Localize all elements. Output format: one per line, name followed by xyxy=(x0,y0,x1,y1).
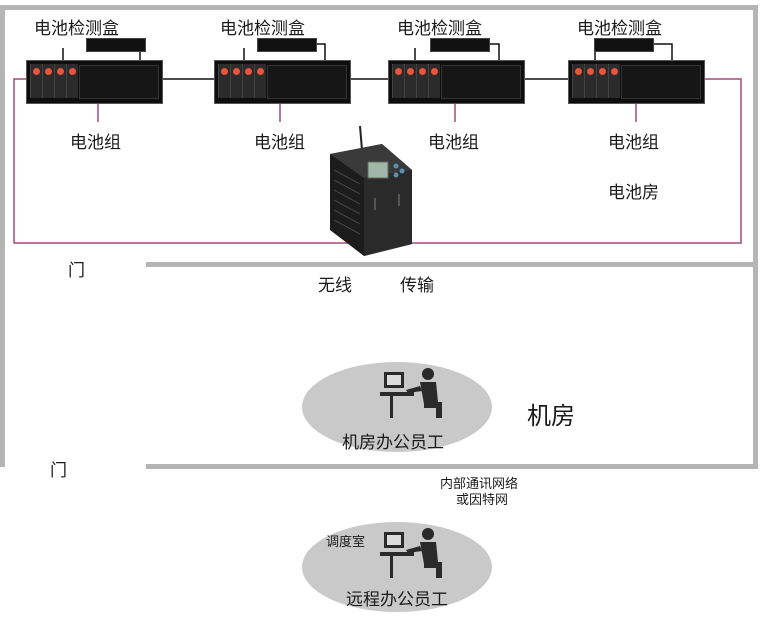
machine-room-label: 机房 xyxy=(527,402,575,430)
detector-label-2: 电池检测盒 xyxy=(220,19,305,39)
battery-room-wall xyxy=(146,262,758,267)
transmission-label: 传输 xyxy=(400,276,434,296)
outer-wall-top xyxy=(0,5,758,10)
battery-room-label: 电池房 xyxy=(608,183,659,203)
detector-label-1: 电池检测盒 xyxy=(34,19,119,39)
computer-operator-icon xyxy=(380,368,442,418)
outer-wall-right xyxy=(753,5,758,469)
detector-box-3 xyxy=(430,38,490,52)
battery-group-1 xyxy=(26,60,163,104)
detector-box-4 xyxy=(594,38,654,52)
detector-box-1 xyxy=(86,38,146,52)
battery-group-4 xyxy=(568,60,705,104)
detector-label-3: 电池检测盒 xyxy=(397,19,482,39)
signal-cables xyxy=(13,78,742,244)
door-label-1: 门 xyxy=(68,261,85,281)
machine-room-wall xyxy=(146,464,758,469)
computer-operator-icon xyxy=(380,528,442,578)
door-label-2: 门 xyxy=(50,461,67,481)
network-label-line2: 或因特网 xyxy=(456,493,509,508)
dispatch-room-label: 调度室 xyxy=(326,535,366,550)
battery-group-label-3: 电池组 xyxy=(428,133,479,153)
outer-wall-left xyxy=(0,5,5,467)
battery-group-2 xyxy=(214,60,351,104)
battery-monitor-host-icon xyxy=(330,125,412,256)
detector-box-2 xyxy=(257,38,317,52)
network-label-line1: 内部通讯网络 xyxy=(440,477,519,492)
battery-group-label-4: 电池组 xyxy=(608,133,659,153)
battery-group-3 xyxy=(388,60,525,104)
battery-group-label-1: 电池组 xyxy=(70,133,121,153)
battery-group-label-2: 电池组 xyxy=(254,133,305,153)
cable-arrows xyxy=(94,96,640,103)
wireless-label: 无线 xyxy=(318,276,352,296)
remote-staff-label: 远程办公员工 xyxy=(346,590,448,610)
machine-room-staff-label: 机房办公员工 xyxy=(342,433,444,453)
detector-label-4: 电池检测盒 xyxy=(577,19,662,39)
